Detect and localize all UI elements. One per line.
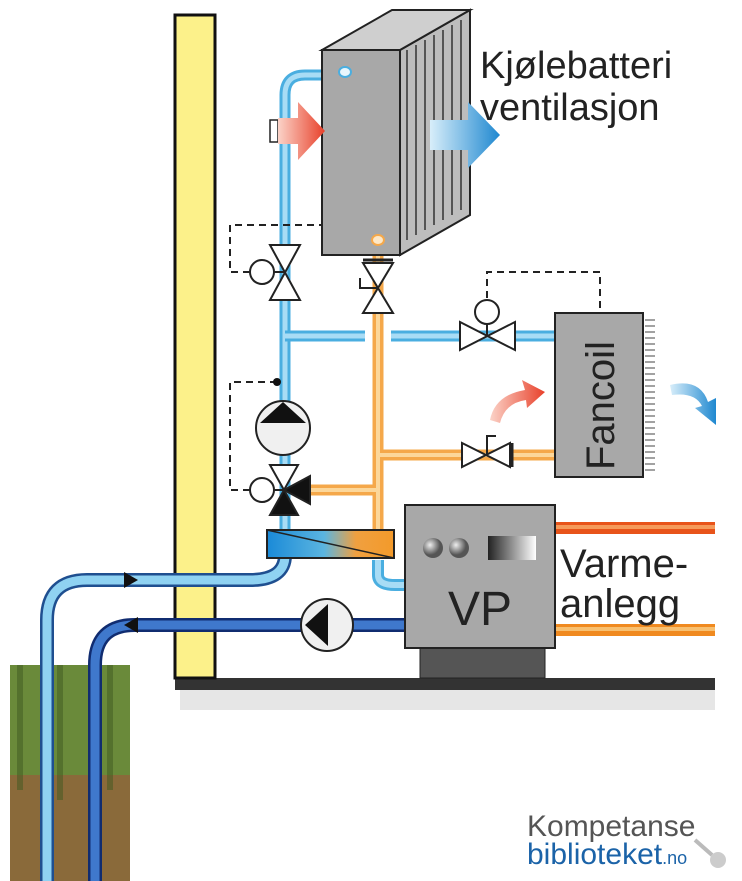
cooling-circuit-pipes [279, 69, 555, 530]
circulation-pump-icon [255, 400, 311, 456]
floor-slab [175, 678, 715, 690]
warm-air-in-arrow-icon [278, 102, 325, 160]
building-wall [173, 13, 217, 680]
kompetansebiblioteket-logo: Kompetanse biblioteket.no [527, 810, 726, 871]
balancing-valve-fancoil [461, 435, 514, 469]
ground-loop-pump-icon [300, 598, 354, 652]
ground-collector-pipes [40, 554, 405, 881]
logo-line1: Kompetanse [527, 810, 695, 843]
cool-air-out-arrow-icon [430, 102, 500, 168]
cooling-coil-label-line1: Kjølebatteri [480, 45, 672, 87]
heat-curved-arrow-icon [490, 380, 545, 423]
knob-icon [423, 538, 443, 558]
ground-section [10, 665, 130, 881]
cooling-coil-label-line2: ventilasjon [480, 87, 660, 129]
heat-pump-unit: VP [404, 504, 556, 679]
fancoil-unit: Fancoil [554, 312, 655, 478]
heating-label-line1: Varme- [560, 542, 688, 586]
heating-pipes [555, 522, 715, 636]
motor-valve-cooling-coil [249, 244, 302, 301]
knob-icon [449, 538, 469, 558]
display-panel [488, 536, 536, 560]
heating-label-line2: anlegg [560, 582, 680, 626]
fancoil-label: Fancoil [579, 341, 623, 470]
flow-arrow-icon [124, 572, 138, 588]
key-icon [693, 838, 726, 868]
cold-air-curved-arrow-icon [670, 383, 716, 425]
logo-line2: biblioteket.no [527, 838, 687, 871]
heat-pump-label: VP [448, 583, 512, 636]
heat-exchanger [266, 529, 395, 559]
motor-valve-fancoil [459, 299, 516, 352]
balancing-valve-cooling-coil [359, 258, 395, 314]
flow-arrow-icon [124, 617, 138, 633]
three-way-mixing-valve [249, 464, 311, 516]
